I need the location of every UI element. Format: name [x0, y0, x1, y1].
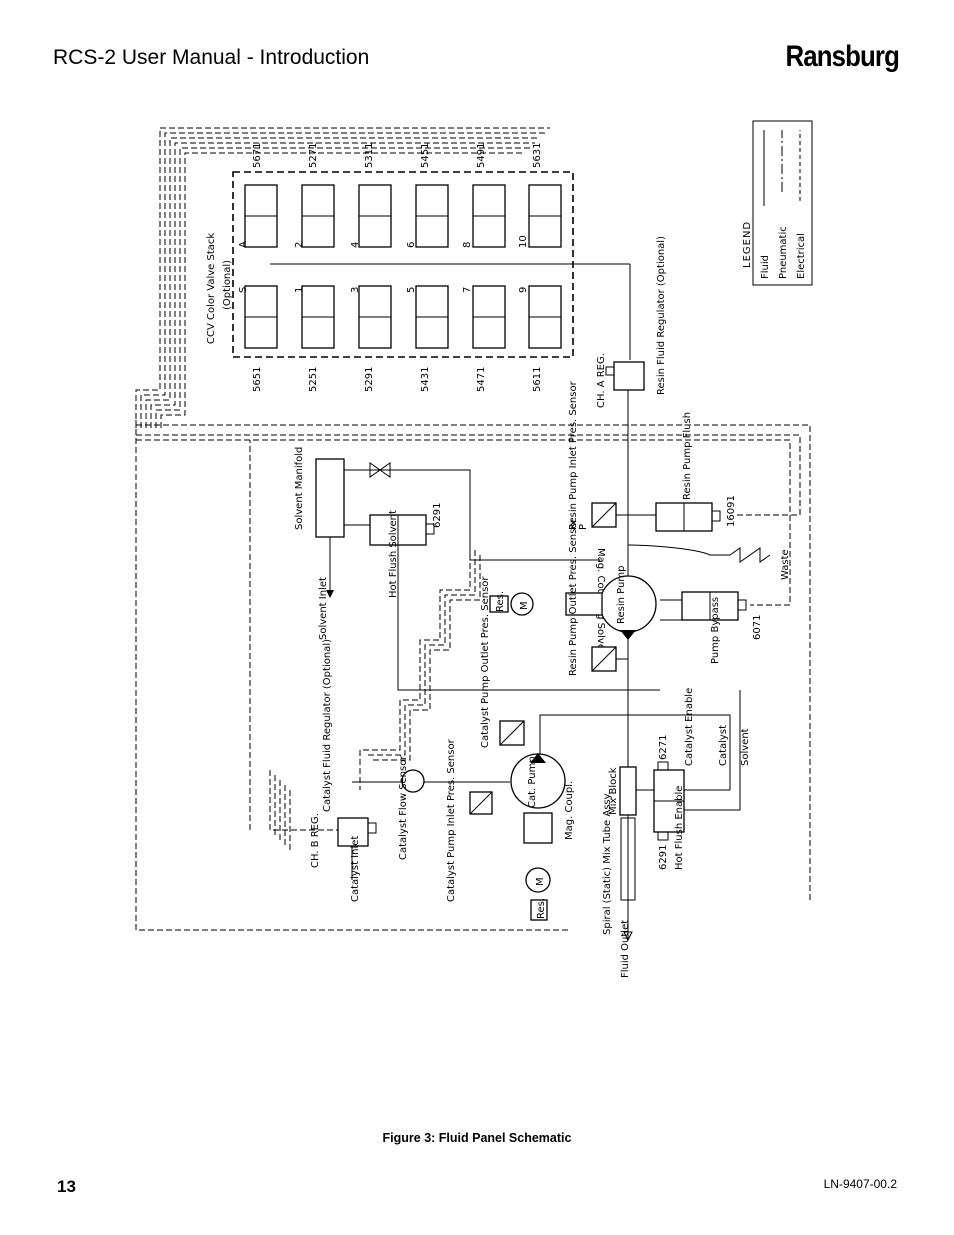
ccv-bottom-letter: 9 — [518, 287, 529, 293]
ccv-top-code: 5671 — [252, 143, 263, 168]
ccv-bottom-code: 5291 — [364, 367, 375, 392]
ccv-title: CCV Color Valve Stack — [206, 233, 217, 344]
code-6291-top: 6291 — [432, 503, 443, 528]
code-6271: 6271 — [658, 735, 669, 760]
ccv-valve-pair-2: 5271 5251 2 1 — [294, 143, 335, 392]
resin-inlet-sensor-label: Resin Pump Inlet Pres. Sensor — [568, 380, 579, 530]
solvent-manifold: Solvent Manifold Solvent Inlet — [294, 447, 600, 640]
ccv-valve-pair-5: 5491 5471 8 7 — [462, 143, 506, 392]
legend-electrical: Electrical — [796, 233, 807, 279]
catalyst-label: Catalyst — [718, 725, 729, 766]
ccv-top-letter: 8 — [462, 242, 473, 248]
resin-reg-label: Resin Fluid Regulator (Optional) — [656, 236, 667, 395]
document-number: LN-9407-00.2 — [823, 1177, 897, 1191]
catalyst-enable-valve: 6271 Catalyst Enable Catalyst Solvent 62… — [636, 688, 751, 870]
ccv-top-letter: 4 — [350, 242, 361, 248]
ccv-bottom-letter: S — [238, 287, 249, 293]
resin-pump-outlet-sensor: Resin Pump Outlet Pres. Sensor — [568, 518, 628, 676]
ccv-valve-pair-4: 5451 5431 6 5 — [406, 143, 449, 392]
ccv-top-letter: 2 — [294, 242, 305, 248]
catalyst-pump-inlet-sensor: Catalyst Pump Inlet Pres. Sensor — [352, 738, 510, 902]
code-6071: 6071 — [752, 615, 763, 640]
legend-title: LEGEND — [742, 221, 753, 268]
ccv-bottom-letter: 7 — [462, 287, 473, 293]
page-header-title: RCS-2 User Manual - Introduction — [53, 46, 370, 69]
ccv-bottom-letter: 5 — [406, 287, 417, 293]
ccv-valve-pair-3: 5311 5291 4 3 — [350, 143, 392, 392]
cat-motor-m: M — [535, 877, 546, 886]
solvent-manifold-label: Solvent Manifold — [294, 447, 305, 530]
cat-inlet-sensor-label: Catalyst Pump Inlet Pres. Sensor — [446, 738, 457, 902]
spiral-mix-label: Spiral (Static) Mix Tube Assy. — [602, 792, 613, 935]
ccv-top-letter: 6 — [406, 242, 417, 248]
waste-label: Waste — [780, 549, 791, 580]
resin-pump-inlet-sensor: P Resin Pump Inlet Pres. Sensor — [568, 380, 628, 530]
figure-caption: Figure 3: Fluid Panel Schematic — [382, 1131, 572, 1145]
resin-motor-m: M — [519, 601, 530, 610]
mix-block-label: Mix Block — [608, 767, 619, 815]
mix-block: Mix Block Spiral (Static) Mix Tube Assy.… — [602, 766, 637, 978]
resin-pump: Resin Pump M Res. — [489, 566, 657, 640]
catalyst-pump-outlet-sensor: Catalyst Pump Outlet Pres. Sensor — [480, 576, 731, 790]
hot-flush-solvent-valve: 6291 Hot Flush Solvent — [344, 503, 660, 691]
solvent-label: Solvent — [740, 728, 751, 766]
resin-pump-label: Resin Pump — [616, 566, 627, 624]
catalyst-pump: Cat. Pump Mag. Coupl. M Res. — [510, 753, 575, 921]
catalyst-enable-label: Catalyst Enable — [684, 688, 695, 766]
resin-outlet-sensor-label: Resin Pump Outlet Pres. Sensor — [568, 518, 579, 676]
ccv-bottom-code: 5471 — [476, 367, 487, 392]
ccv-top-letter: A — [238, 241, 249, 248]
brand-logo: Ransburg — [785, 40, 899, 73]
page-number: 13 — [57, 1177, 76, 1196]
ccv-valve-pair-6: 5631 5611 10 9 — [518, 143, 562, 392]
pump-bypass-label: Pump Bypass — [710, 597, 721, 664]
res-top-label: Res. — [495, 591, 506, 612]
catalyst-inlet-label: Catalyst Inlet — [350, 836, 361, 902]
ccv-top-code: 5451 — [420, 143, 431, 168]
hot-flush-enable-label: Hot Flush Enable — [674, 786, 685, 870]
mag-coupl-label: Mag. Coupl. — [564, 781, 575, 840]
ccv-top-letter: 10 — [518, 235, 529, 248]
cat-outlet-sensor-label: Catalyst Pump Outlet Pres. Sensor — [480, 576, 491, 748]
sensor-p: P — [578, 524, 589, 530]
catalyst-fluid-regulator: CH. B REG. Catalyst Fluid Regulator (Opt… — [310, 639, 377, 902]
resin-pump-flush-valve: Resin Pump Flush 16091 — [628, 412, 737, 532]
pump-bypass-valve: Pump Bypass 6071 — [660, 591, 763, 664]
code-6291-bottom: 6291 — [658, 845, 669, 870]
resin-pump-flush-label: Resin Pump Flush — [682, 412, 693, 500]
res-bottom-label: Res. — [536, 898, 547, 919]
cat-pump-label: Cat. Pump — [527, 756, 538, 808]
electrical-harness — [135, 127, 811, 931]
ccv-top-code: 5491 — [476, 143, 487, 168]
fluid-outlet-label: Fluid Outlet — [620, 920, 631, 978]
solvent-inlet-label: Solvent Inlet — [318, 577, 329, 640]
ccv-bottom-code: 5611 — [532, 367, 543, 392]
ccv-color-valve-stack: CCV Color Valve Stack (Optional) 5671 56… — [206, 143, 631, 392]
ccv-top-code: 5631 — [532, 143, 543, 168]
ccv-bottom-code: 5251 — [308, 367, 319, 392]
legend: LEGEND Fluid Pneumatic Electrical — [742, 120, 813, 286]
ccv-valve-pair-1: 5671 5651 A S — [238, 143, 278, 392]
hot-flush-solvent-label: Hot Flush Solvent — [388, 510, 399, 598]
legend-pneumatic: Pneumatic — [778, 226, 789, 279]
ccv-bottom-letter: 3 — [350, 287, 361, 293]
cat-reg-label: Catalyst Fluid Regulator (Optional) — [322, 639, 333, 812]
code-16091: 16091 — [726, 495, 737, 527]
resin-fluid-regulator: CH. A REG. Resin Fluid Regulator (Option… — [596, 236, 667, 408]
cat-flow-sensor-label: Catalyst Flow Sensor — [398, 755, 409, 860]
ccv-bottom-code: 5651 — [252, 367, 263, 392]
catalyst-flow-sensor: Catalyst Flow Sensor — [398, 755, 425, 860]
ccv-subtitle: (Optional) — [222, 260, 233, 310]
ccv-top-code: 5271 — [308, 143, 319, 168]
legend-fluid: Fluid — [760, 255, 771, 279]
ccv-bottom-letter: 1 — [294, 287, 305, 293]
ccv-top-code: 5311 — [364, 143, 375, 168]
ch-b-reg-label: CH. B REG. — [310, 813, 321, 868]
ch-a-reg-label: CH. A REG. — [596, 353, 607, 408]
ccv-bottom-code: 5431 — [420, 367, 431, 392]
